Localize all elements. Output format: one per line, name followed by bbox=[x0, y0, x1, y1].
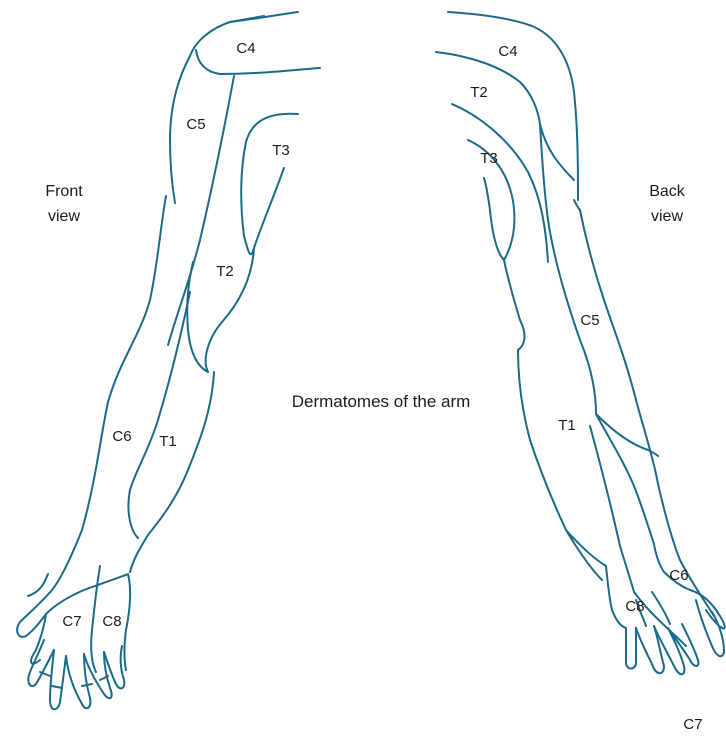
front-label-t2: T2 bbox=[216, 263, 234, 280]
front-c4-lower-boundary bbox=[196, 50, 320, 74]
front-view-label-line2: view bbox=[48, 208, 80, 225]
front-label-c7: C7 bbox=[62, 613, 81, 630]
front-label-c6: C6 bbox=[112, 428, 131, 445]
back-c4-boundary bbox=[436, 52, 574, 180]
back-t1-inner bbox=[596, 414, 664, 572]
front-label-t1: T1 bbox=[159, 433, 177, 450]
back-t1-c6-boundary bbox=[596, 414, 658, 456]
back-t2-boundary bbox=[452, 104, 548, 262]
diagram-title: Dermatomes of the arm bbox=[292, 392, 471, 411]
back-label-t3: T3 bbox=[480, 150, 498, 167]
front-finger-5 bbox=[104, 646, 124, 688]
front-outer-arm-lower bbox=[52, 196, 166, 590]
back-finger-3 bbox=[654, 626, 684, 674]
front-c4-upper-boundary bbox=[230, 16, 264, 22]
back-finger-1 bbox=[626, 628, 636, 669]
back-hand-outline bbox=[606, 566, 626, 628]
front-label-c5: C5 bbox=[186, 116, 205, 133]
back-label-c6: C6 bbox=[669, 567, 688, 584]
back-shoulder-top-outline bbox=[448, 12, 578, 200]
front-c7-c8-boundary bbox=[91, 566, 100, 672]
back-label-c8: C8 bbox=[625, 598, 644, 615]
back-label-c5: C5 bbox=[580, 312, 599, 329]
front-finger-2 bbox=[50, 650, 66, 709]
back-finger-4 bbox=[668, 624, 698, 666]
front-hand-crease bbox=[28, 574, 48, 596]
front-label-t3: T3 bbox=[272, 142, 290, 159]
front-arm bbox=[17, 12, 320, 709]
front-t3-loop bbox=[241, 114, 298, 255]
back-label-c7: C7 bbox=[683, 716, 702, 733]
back-label-c4: C4 bbox=[498, 43, 517, 60]
back-c5-t1-boundary bbox=[540, 124, 596, 414]
front-c6-t1-boundary bbox=[128, 292, 190, 538]
front-view-label-line1: Front bbox=[45, 183, 83, 200]
front-label-c4: C4 bbox=[236, 40, 255, 57]
back-forearm-line bbox=[590, 426, 634, 592]
front-inner-arm bbox=[130, 372, 214, 572]
back-view-label-line2: view bbox=[651, 208, 683, 225]
back-inner-forearm bbox=[566, 530, 602, 580]
front-label-c8: C8 bbox=[102, 613, 121, 630]
front-hand-outline bbox=[17, 590, 52, 664]
back-finger-2 bbox=[636, 626, 664, 673]
back-label-t1: T1 bbox=[558, 417, 576, 434]
back-view-label-line1: Back bbox=[649, 183, 686, 200]
back-outer-arm-upper bbox=[574, 200, 636, 400]
back-label-t2: T2 bbox=[470, 84, 488, 101]
back-inner-arm bbox=[504, 260, 566, 530]
